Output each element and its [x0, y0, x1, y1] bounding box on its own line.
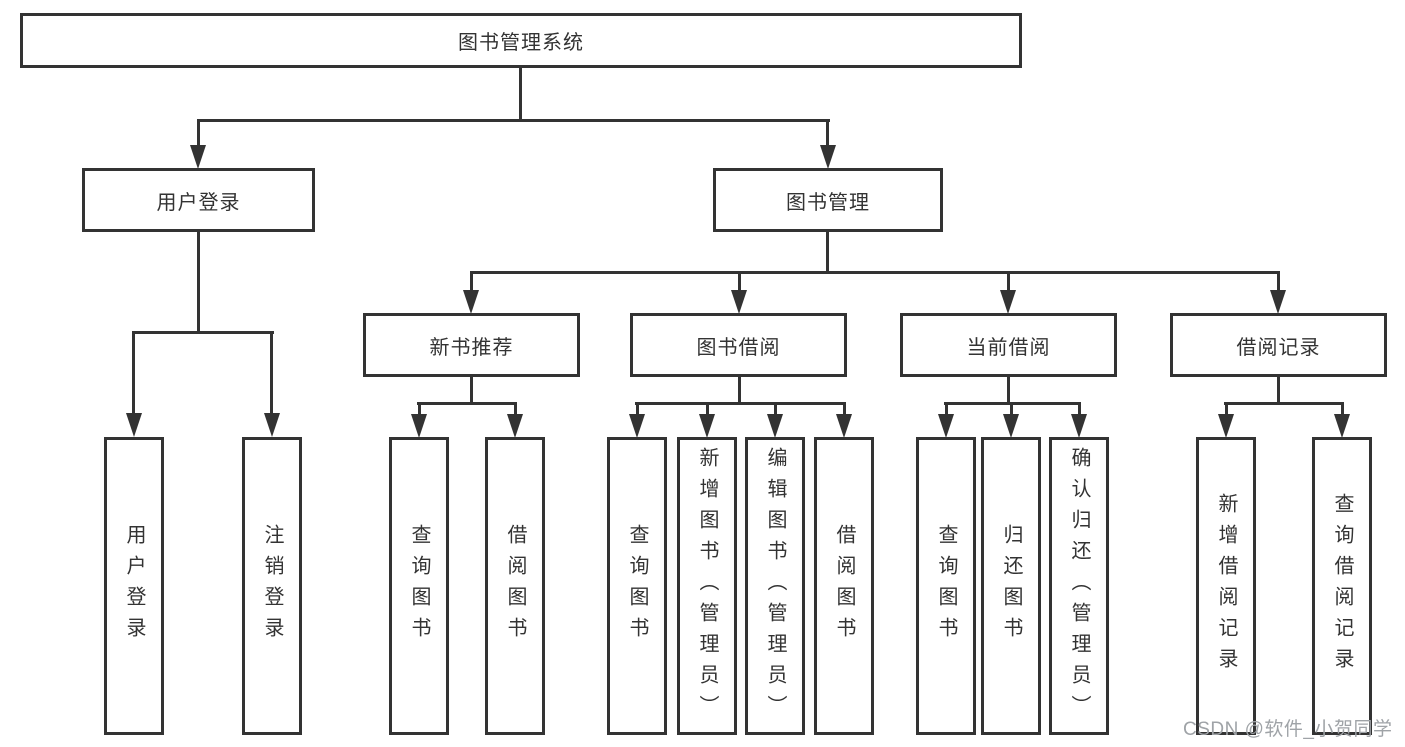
- leaf-query-borrow-record: 查询借阅记录: [1312, 437, 1372, 735]
- leaf-query-books-1: 查询图书: [389, 437, 449, 735]
- connector-line: [826, 119, 829, 147]
- connector-line: [270, 331, 273, 414]
- connector-line: [1225, 402, 1228, 415]
- arrow-down-icon: [463, 290, 479, 314]
- leaf-confirm-return-admin-label: 确认归还（管理员）: [1068, 446, 1090, 726]
- connector-line: [706, 402, 709, 415]
- node-borrow-records-label: 借阅记录: [1236, 336, 1321, 359]
- connector-line: [132, 331, 135, 414]
- leaf-edit-book-admin-label: 编辑图书（管理员）: [764, 446, 786, 726]
- leaf-add-borrow-record-label: 新增借阅记录: [1215, 493, 1237, 679]
- node-book-management: 图书管理: [713, 168, 943, 232]
- leaf-user-login: 用户登录: [104, 437, 164, 735]
- connector-line: [826, 232, 829, 273]
- connector-line: [1007, 271, 1010, 292]
- node-root: 图书管理系统: [20, 13, 1022, 68]
- connector-line: [470, 271, 1280, 274]
- leaf-query-borrow-record-label: 查询借阅记录: [1331, 493, 1353, 679]
- connector-line: [1007, 377, 1010, 404]
- leaf-add-book-admin-label: 新增图书（管理员）: [696, 446, 718, 726]
- node-current-borrow: 当前借阅: [900, 313, 1117, 377]
- connector-line: [417, 402, 517, 405]
- connector-line: [1224, 402, 1344, 405]
- arrow-down-icon: [629, 414, 645, 438]
- leaf-query-books-2: 查询图书: [607, 437, 667, 735]
- arrow-down-icon: [190, 145, 206, 169]
- arrow-down-icon: [767, 414, 783, 438]
- connector-line: [774, 402, 777, 415]
- leaf-query-books-2-label: 查询图书: [626, 524, 648, 648]
- arrow-down-icon: [1334, 414, 1350, 438]
- arrow-down-icon: [1218, 414, 1234, 438]
- arrow-down-icon: [264, 413, 280, 437]
- connector-line: [945, 402, 948, 415]
- node-root-label: 图书管理系统: [458, 32, 584, 54]
- arrow-down-icon: [1000, 290, 1016, 314]
- leaf-borrow-books-2-label: 借阅图书: [833, 524, 855, 648]
- node-new-book-recommend: 新书推荐: [363, 313, 580, 377]
- leaf-user-login-label: 用户登录: [123, 524, 145, 648]
- connector-line: [418, 402, 421, 415]
- leaf-logout-label: 注销登录: [261, 524, 283, 648]
- arrow-down-icon: [938, 414, 954, 438]
- node-book-management-label: 图书管理: [786, 191, 870, 214]
- connector-line: [843, 402, 846, 415]
- node-book-borrow-label: 图书借阅: [696, 336, 781, 359]
- node-book-borrow: 图书借阅: [630, 313, 847, 377]
- csdn-watermark: CSDN @软件_小贺同学: [1183, 719, 1393, 740]
- leaf-query-books-3: 查询图书: [916, 437, 976, 735]
- arrow-down-icon: [836, 414, 852, 438]
- leaf-confirm-return-admin: 确认归还（管理员）: [1049, 437, 1109, 735]
- arrow-down-icon: [699, 414, 715, 438]
- connector-line: [197, 232, 200, 333]
- connector-line: [470, 271, 473, 292]
- arrow-down-icon: [1003, 414, 1019, 438]
- node-user-login: 用户登录: [82, 168, 315, 232]
- connector-line: [636, 402, 639, 415]
- node-new-book-recommend-label: 新书推荐: [429, 336, 514, 359]
- leaf-return-book-label: 归还图书: [1000, 524, 1022, 648]
- leaf-borrow-books-1: 借阅图书: [485, 437, 545, 735]
- leaf-query-books-1-label: 查询图书: [408, 524, 430, 648]
- connector-line: [1277, 271, 1280, 292]
- connector-line: [519, 68, 522, 121]
- connector-line: [197, 119, 830, 122]
- connector-line: [470, 377, 473, 404]
- connector-line: [635, 402, 846, 405]
- connector-line: [132, 331, 274, 334]
- node-user-login-label: 用户登录: [156, 191, 241, 214]
- arrow-down-icon: [411, 414, 427, 438]
- arrow-down-icon: [1270, 290, 1286, 314]
- arrow-down-icon: [507, 414, 523, 438]
- leaf-borrow-books-1-label: 借阅图书: [504, 524, 526, 648]
- arrow-down-icon: [1071, 414, 1087, 438]
- arrow-down-icon: [126, 413, 142, 437]
- connector-line: [197, 119, 200, 147]
- leaf-edit-book-admin: 编辑图书（管理员）: [745, 437, 805, 735]
- arrow-down-icon: [820, 145, 836, 169]
- node-current-borrow-label: 当前借阅: [966, 336, 1051, 359]
- connector-line: [1341, 402, 1344, 415]
- leaf-logout: 注销登录: [242, 437, 302, 735]
- leaf-query-books-3-label: 查询图书: [935, 524, 957, 648]
- leaf-return-book: 归还图书: [981, 437, 1041, 735]
- connector-line: [738, 377, 741, 404]
- connector-line: [1010, 402, 1013, 415]
- connector-line: [1277, 377, 1280, 404]
- connector-line: [1078, 402, 1081, 415]
- arrow-down-icon: [731, 290, 747, 314]
- leaf-borrow-books-2: 借阅图书: [814, 437, 874, 735]
- connector-line: [738, 271, 741, 292]
- node-borrow-records: 借阅记录: [1170, 313, 1387, 377]
- leaf-add-book-admin: 新增图书（管理员）: [677, 437, 737, 735]
- connector-line: [514, 402, 517, 415]
- leaf-add-borrow-record: 新增借阅记录: [1196, 437, 1256, 735]
